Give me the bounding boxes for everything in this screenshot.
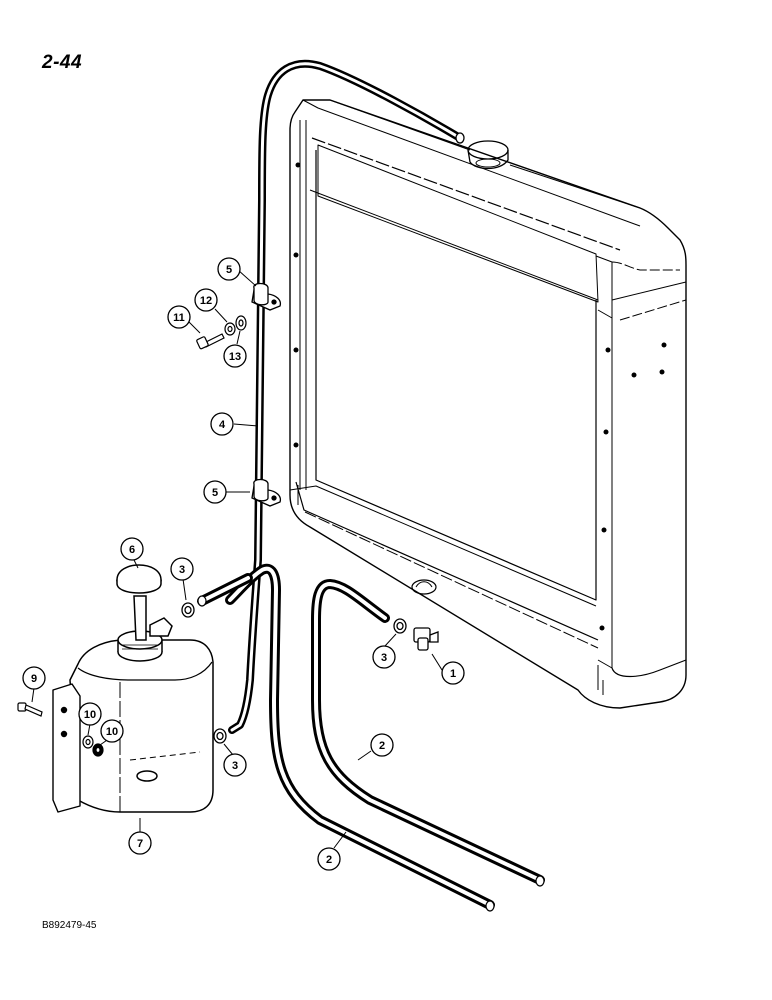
callout-label: 7 [137, 838, 143, 850]
callout-3a: 3 [170, 557, 194, 581]
bolt-8 [17, 702, 43, 717]
drawing-code: B892479-45 [42, 920, 97, 931]
callout-label: 2 [326, 854, 332, 866]
callout-label: 10 [106, 726, 118, 738]
callout-2a: 2 [370, 733, 394, 757]
reservoir-bottle [69, 630, 214, 813]
callout-3c: 3 [223, 753, 247, 777]
callout-label: 12 [200, 295, 212, 307]
callout-label: 3 [179, 564, 185, 576]
leader-lines [31, 269, 443, 849]
lock-washer-12 [224, 322, 236, 336]
callout-label: 5 [226, 264, 232, 276]
hose-clamp-a [181, 602, 195, 618]
hose-end [485, 900, 495, 912]
hose-2-outer [225, 563, 495, 910]
callout-10: 10 [100, 719, 124, 743]
page-number: 2-44 [42, 52, 83, 73]
hose-2-inner [311, 579, 545, 887]
callout-label: 3 [381, 652, 387, 664]
callout-4: 4 [210, 412, 234, 436]
callout-7: 7 [128, 831, 152, 855]
callout-label: 5 [212, 487, 218, 499]
clamp-upper [251, 282, 282, 311]
callout-13: 13 [223, 344, 247, 368]
nut-10 [92, 743, 104, 757]
hose-clamp-b [393, 618, 407, 634]
callout-label: 6 [129, 544, 135, 556]
washer-9 [82, 735, 94, 749]
callout-label: 2 [379, 740, 385, 752]
drain-fitting [413, 627, 439, 651]
callout-5a: 5 [217, 257, 241, 281]
callout-2b: 2 [317, 847, 341, 871]
callout-label: 10 [84, 709, 96, 721]
callout-label: 4 [219, 419, 226, 431]
callout-11: 11 [167, 305, 191, 329]
callout-8: 9 [22, 666, 46, 690]
bolt-11 [196, 333, 225, 350]
callout-label: 13 [229, 351, 241, 363]
callout-9: 10 [78, 702, 102, 726]
hose-short [197, 573, 253, 607]
callout-1: 1 [441, 661, 465, 685]
callout-12: 12 [194, 288, 218, 312]
overflow-hose [228, 59, 465, 734]
hose-clamp-c [213, 728, 227, 744]
callout-3b: 3 [372, 645, 396, 669]
mounting-bracket [52, 683, 81, 813]
callout-5b: 5 [203, 480, 227, 504]
callout-label: 9 [31, 673, 37, 685]
reservoir-cap [116, 564, 173, 641]
callout-label: 1 [450, 668, 456, 680]
callout-6: 6 [120, 537, 144, 561]
callout-label: 11 [173, 312, 185, 324]
clamp-lower [251, 478, 282, 507]
callout-label: 3 [232, 760, 238, 772]
radiator [289, 99, 687, 709]
washer-13 [235, 315, 247, 331]
